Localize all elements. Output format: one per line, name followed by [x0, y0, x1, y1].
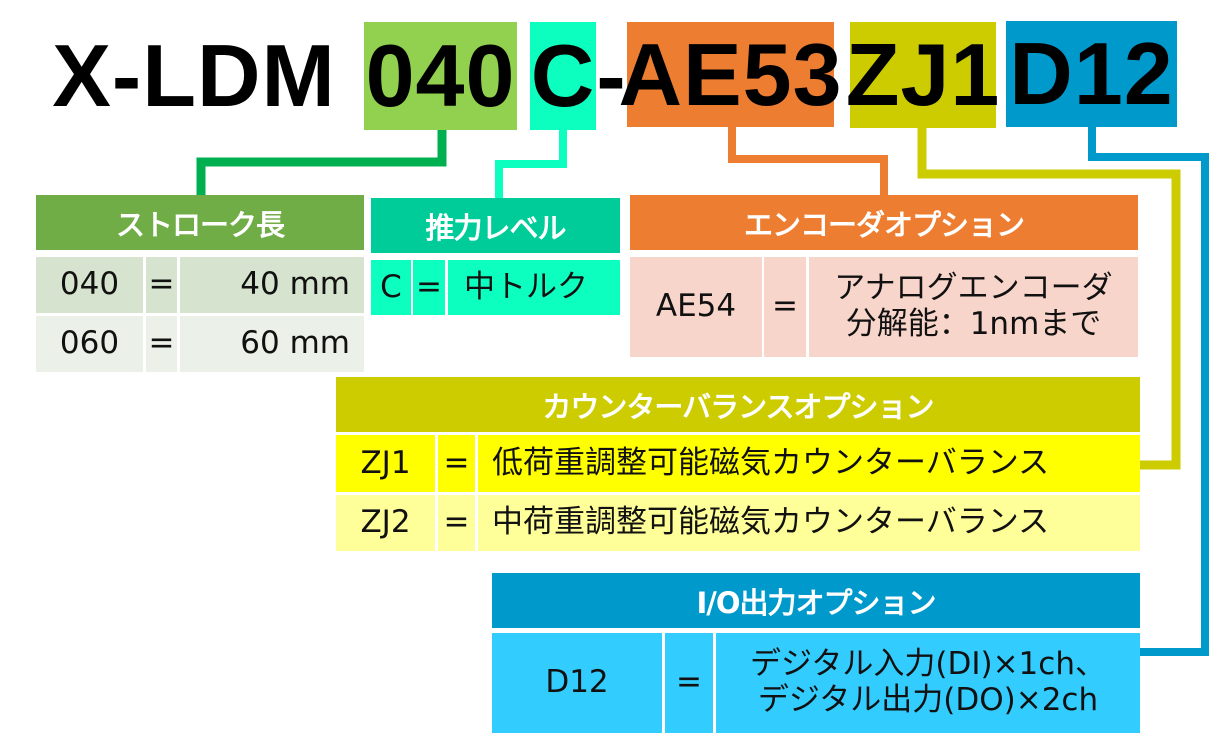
- counterbalance-connector-line: [917, 128, 1181, 470]
- stroke-connector-line: [196, 130, 447, 195]
- encoder-value-line1: アナログエンコーダ: [834, 270, 1113, 307]
- stroke-table-header: ストローク長: [36, 195, 364, 250]
- encoder-value-line2: 分解能：1nmまで: [845, 306, 1102, 342]
- counterbalance-row-code: ZJ1: [336, 435, 435, 492]
- counterbalance-row-value: 中荷重調整可能磁気カウンターバランス: [478, 495, 1140, 551]
- io-value-line1: デジタル入力(DI)×1ch、: [750, 646, 1106, 683]
- stroke-row-eq: =: [146, 316, 177, 372]
- thrust-connector-line: [495, 130, 567, 198]
- encoder-code-box: AE53: [618, 22, 842, 127]
- io-row-value: デジタル入力(DI)×1ch、 デジタル出力(DO)×2ch: [716, 633, 1140, 733]
- stroke-row-value: 40 mm: [180, 257, 364, 313]
- io-code-box: D12: [1006, 21, 1177, 127]
- model-prefix: X-LDM: [52, 26, 336, 125]
- counterbalance-row-eq: =: [438, 495, 475, 551]
- io-value-line2: デジタル出力(DO)×2ch: [757, 682, 1099, 718]
- io-connector-line: [1088, 127, 1209, 656]
- thrust-row-eq: =: [413, 260, 445, 315]
- io-row-eq: =: [665, 633, 713, 733]
- stroke-row-value: 60 mm: [180, 316, 364, 372]
- thrust-row-value: 中トルク: [448, 260, 620, 315]
- encoder-connector-line: [728, 127, 888, 195]
- counterbalance-row-eq: =: [438, 435, 475, 492]
- stroke-row-eq: =: [146, 257, 177, 313]
- thrust-code-box: C: [530, 22, 596, 130]
- stroke-row-code: 040: [36, 257, 143, 313]
- io-table-header: I/O出力オプション: [492, 573, 1140, 628]
- stroke-code-box: 040: [364, 22, 517, 130]
- counterbalance-table-header: カウンターバランスオプション: [336, 377, 1140, 432]
- encoder-table-header: エンコーダオプション: [630, 195, 1138, 250]
- thrust-table-header: 推力レベル: [371, 198, 620, 253]
- counterbalance-row-value: 低荷重調整可能磁気カウンターバランス: [478, 435, 1140, 492]
- counterbalance-row-code: ZJ2: [336, 495, 435, 551]
- stroke-row-code: 060: [36, 316, 143, 372]
- io-row-code: D12: [492, 633, 662, 733]
- thrust-row-code: C: [371, 260, 411, 315]
- encoder-row-code: AE54: [630, 257, 762, 357]
- encoder-row-eq: =: [764, 257, 806, 357]
- dash-separator: -: [596, 26, 627, 125]
- encoder-row-value: アナログエンコーダ 分解能：1nmまで: [809, 257, 1138, 357]
- counterbalance-code-box: ZJ1: [846, 22, 999, 128]
